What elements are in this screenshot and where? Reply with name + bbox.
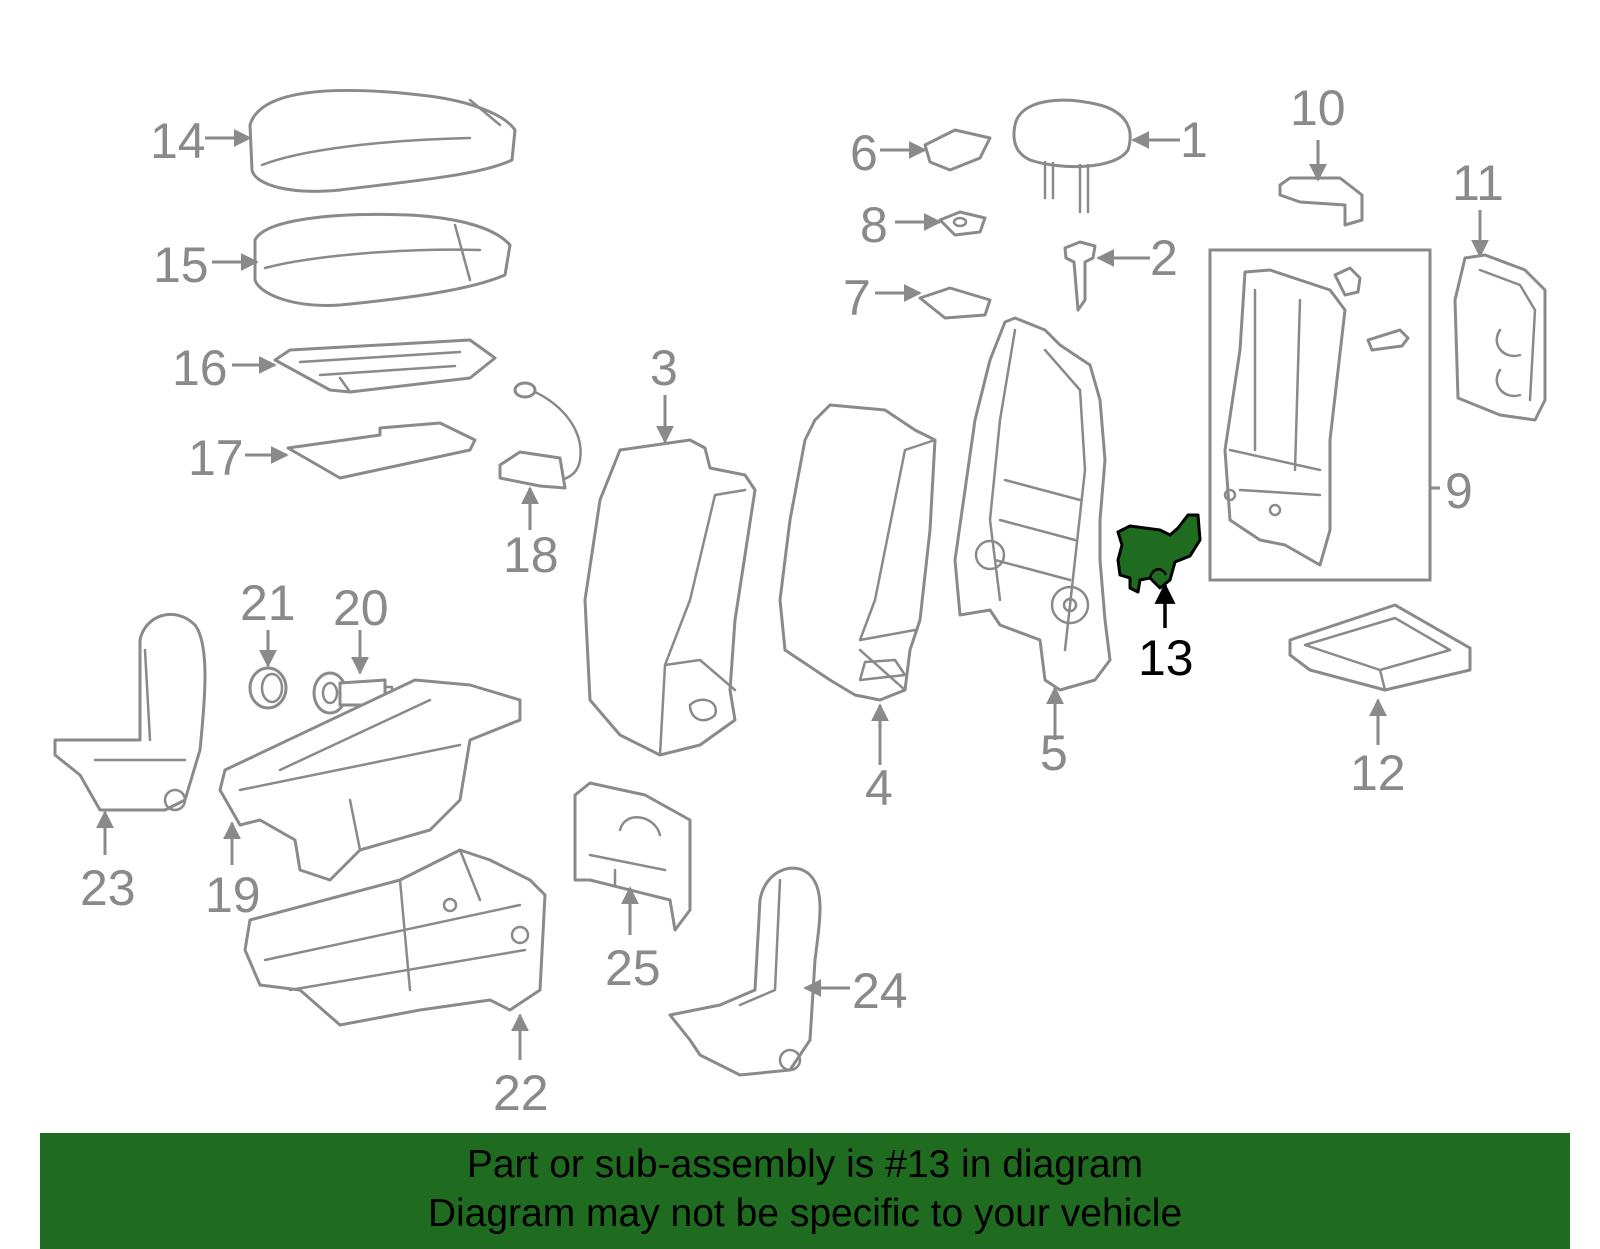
part-4-seatback-pad[interactable]	[778, 403, 937, 702]
banner-line-2: Diagram may not be specific to your vehi…	[427, 1192, 1183, 1235]
part-3-seatback-cover[interactable]	[583, 438, 757, 757]
label-2: 2	[1150, 230, 1178, 286]
part-2-guide[interactable]	[1063, 240, 1097, 312]
part-24-side-shield[interactable]	[668, 866, 822, 1077]
label-10: 10	[1290, 80, 1346, 136]
label-3: 3	[650, 340, 678, 396]
part-13-bracket-highlighted[interactable]	[1116, 513, 1202, 594]
label-23: 23	[80, 860, 136, 916]
part-23-side-shield[interactable]	[53, 612, 207, 812]
part-1-headrest[interactable]	[1012, 98, 1132, 214]
label-12: 12	[1350, 745, 1406, 801]
label-16: 16	[172, 340, 228, 396]
label-14: 14	[150, 113, 206, 169]
label-17: 17	[188, 430, 244, 486]
part-7-trim-panel[interactable]	[918, 286, 992, 320]
label-21: 21	[240, 575, 296, 631]
label-22: 22	[493, 1065, 549, 1121]
banner-line-1: Part or sub-assembly is #13 in diagram	[466, 1143, 1144, 1186]
label-1: 1	[1180, 112, 1208, 168]
label-13-highlighted: 13	[1138, 630, 1194, 686]
part-5-seatback-frame[interactable]	[953, 316, 1112, 692]
label-11: 11	[1452, 155, 1504, 211]
part-15-cushion-cover[interactable]	[253, 212, 512, 307]
part-9-assembly-box[interactable]	[1208, 248, 1432, 582]
label-24: 24	[852, 963, 908, 1019]
label-8: 8	[860, 197, 888, 253]
label-4: 4	[865, 760, 893, 816]
notice-banner: Part or sub-assembly is #13 in diagram D…	[40, 1133, 1570, 1249]
part-12-plate[interactable]	[1288, 603, 1472, 692]
label-15: 15	[153, 237, 209, 293]
part-18-sensor[interactable]	[498, 381, 582, 490]
part-6-guide-cap[interactable]	[923, 128, 992, 172]
leader-arrows	[96, 129, 1489, 1060]
part-21-grommet[interactable]	[248, 666, 288, 710]
part-10-clip[interactable]	[1278, 176, 1364, 227]
part-17-heater-pad[interactable]	[286, 421, 477, 480]
label-25: 25	[605, 940, 661, 996]
label-9: 9	[1445, 463, 1473, 519]
label-7: 7	[843, 270, 871, 326]
label-5: 5	[1040, 725, 1068, 781]
part-11-rear-cover[interactable]	[1453, 253, 1547, 422]
label-18: 18	[503, 527, 559, 583]
label-6: 6	[850, 125, 878, 181]
part-8-bezel[interactable]	[938, 210, 987, 237]
label-20: 20	[333, 580, 389, 636]
part-19-cushion-frame[interactable]	[218, 678, 522, 882]
part-16-cushion-frame[interactable]	[273, 338, 497, 394]
part-22-seat-track[interactable]	[243, 848, 547, 1027]
label-19: 19	[205, 867, 261, 923]
part-25-bracket-plate[interactable]	[573, 781, 692, 932]
part-14-cushion-pad[interactable]	[248, 88, 517, 193]
